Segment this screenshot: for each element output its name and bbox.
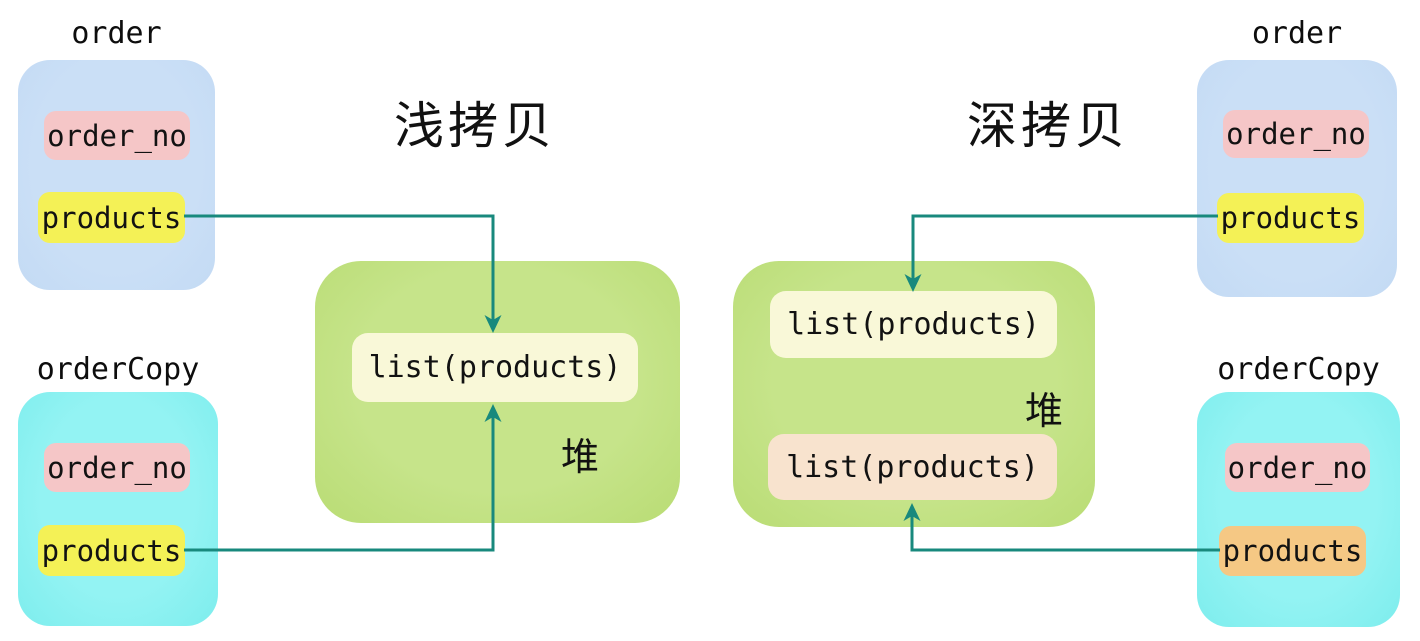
shallow-ordercopy-box <box>18 392 218 626</box>
deep-ordercopy-field-order-no: order_no <box>1225 443 1370 492</box>
deep-heap-label: 堆 <box>1024 389 1063 433</box>
deep-ordercopy-label: orderCopy <box>1217 352 1380 387</box>
deep-order-field-order-no: order_no <box>1223 110 1369 158</box>
shallow-order-label: order <box>71 16 162 51</box>
shallow-ordercopy-label: orderCopy <box>36 352 200 387</box>
shallow-order-field-products: products <box>38 192 185 243</box>
deep-heap-list-products-2: list(products) <box>768 434 1057 500</box>
shallow-ordercopy-field-order-no: order_no <box>44 443 190 492</box>
shallow-ordercopy-field-products: products <box>38 525 185 576</box>
deep-order-box <box>1197 60 1397 297</box>
shallow-order-field-order-no: order_no <box>44 111 190 160</box>
deep-order-field-products: products <box>1217 193 1364 243</box>
shallow-heap-list-products: list(products) <box>352 333 638 402</box>
deep-ordercopy-box <box>1197 392 1400 627</box>
deep-heap-list-products-1: list(products) <box>770 291 1057 358</box>
deep-ordercopy-field-products: products <box>1219 526 1366 576</box>
deep-copy-title: 深拷贝 <box>967 97 1129 155</box>
shallow-order-box <box>18 60 215 290</box>
deep-order-label: order <box>1251 16 1343 51</box>
shallow-copy-title: 浅拷贝 <box>394 97 556 155</box>
shallow-heap-label: 堆 <box>560 435 599 479</box>
